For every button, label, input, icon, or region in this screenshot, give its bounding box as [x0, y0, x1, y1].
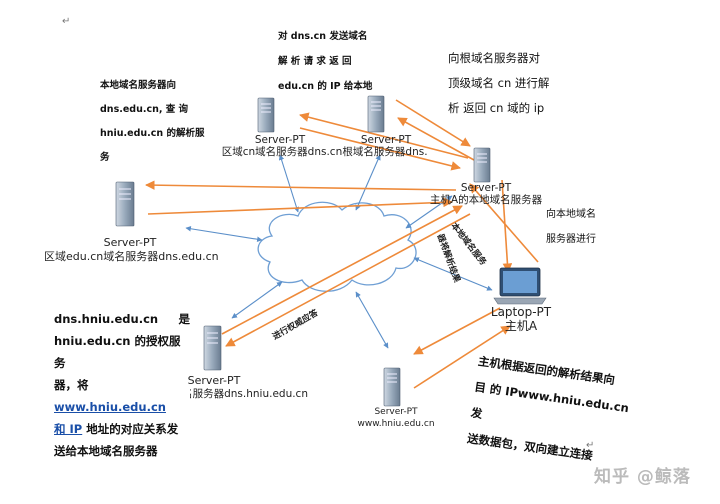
paragraph-text: 是 — [178, 312, 191, 326]
server-icon-edu[interactable] — [115, 181, 135, 227]
server-local-type: Server-PT — [460, 182, 512, 194]
watermark: 知乎 @鲸落 — [594, 467, 691, 487]
paragraph-line: 器，将 www.hniu.edu.cn — [54, 374, 190, 418]
paragraph-line: hniu.edu.cn 的授权服务 — [54, 334, 181, 370]
server-root-type: Server-PT — [360, 134, 412, 146]
annotation-line: 向本地域名 — [546, 209, 596, 220]
paragraph-text: dns.hniu.edu.cn — [54, 312, 159, 326]
server-cn-name: 区域cn域名服务器dns.cn — [221, 146, 343, 158]
server-edu-name: 区域edu.cn域名服务器dns.edu.cn — [44, 250, 219, 263]
annotation-hniu-paragraph: dns.hniu.edu.cn 是 hniu.edu.cn 的授权服务 器，将 … — [54, 308, 190, 462]
annotation-line: 务 — [100, 152, 110, 163]
annotation-root-reply: 向根域名服务器对 顶级域名 cn 进行解 析 返回 cn 域的 ip — [448, 46, 568, 121]
annotation-edu-query: 本地域名服务器向 dns.edu.cn, 查 询 hniu.edu.cn 的解析… — [100, 74, 220, 170]
www-link[interactable]: www.hniu.edu.cn — [54, 400, 166, 414]
server-icon-root[interactable] — [367, 95, 385, 133]
annotation-line: 解 析 请 求 返 回 — [278, 56, 352, 67]
server-www-name: www.hniu.edu.cn — [357, 419, 435, 429]
annotation-line: 本地域名服务器向 — [100, 80, 177, 91]
server-icon-cn[interactable] — [257, 97, 275, 133]
server-icon-hniu[interactable] — [203, 325, 222, 371]
annotation-local-query: 向本地域名 服务器进行 — [546, 202, 636, 252]
annotation-line: 向根域名服务器对 — [448, 51, 540, 65]
annotation-line: 析 返回 cn 域的 ip — [448, 101, 545, 115]
server-edu-type: Server-PT — [103, 236, 157, 249]
server-cn-type: Server-PT — [254, 134, 306, 146]
paragraph-text: 器，将 — [54, 378, 89, 392]
paragraph-mark: ↵ — [62, 16, 71, 27]
annotation-cn-reply: 对 dns.cn 发送域名 解 析 请 求 返 回 edu.cn 的 IP 给本… — [278, 24, 398, 99]
annotation-line: dns.edu.cn, 查 询 — [100, 104, 189, 115]
annotation-line: 服务器进行 — [546, 234, 596, 245]
server-hniu-name: 区域hniu.edu.cn域名服务器dns.hniu.edu.cn — [190, 388, 308, 400]
server-hniu-type: Server-PT — [187, 374, 241, 387]
paragraph-text: 地址的对应关系发 — [82, 422, 179, 436]
annotation-line: edu.cn 的 IP 给本地 — [278, 81, 373, 92]
paragraph-mark: ↵ — [586, 440, 595, 451]
paragraph-line: dns.hniu.edu.cn 是 — [54, 308, 190, 330]
orange-arrows — [145, 99, 539, 389]
laptop-name: 主机A — [504, 319, 538, 333]
server-icon-www[interactable] — [383, 367, 401, 407]
internet-cloud — [257, 201, 417, 292]
annotation-line: 顶级域名 cn 进行解 — [448, 76, 550, 90]
paragraph-line: 和 IP 地址的对应关系发 — [54, 418, 190, 440]
annotation-line: 对 dns.cn 发送域名 — [278, 31, 368, 42]
laptop-icon[interactable] — [493, 267, 547, 305]
laptop-type: Laptop-PT — [490, 305, 552, 319]
server-icon-local[interactable] — [473, 147, 491, 183]
blue-links — [185, 154, 493, 349]
server-www-type: Server-PT — [374, 407, 418, 417]
paragraph-line: 送给本地域名服务器 — [54, 444, 158, 458]
ip-link[interactable]: 和 IP — [54, 422, 83, 436]
server-root-name: 根域名服务器dns. — [342, 146, 428, 158]
annotation-line: hniu.edu.cn 的解析服 — [100, 128, 205, 139]
server-local-name: 主机A的本地域名服务器 — [429, 194, 543, 206]
